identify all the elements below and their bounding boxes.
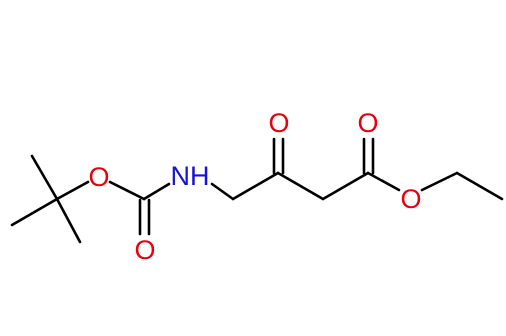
bond-tbu-to-oxygen (55, 180, 90, 201)
boc-carbamate-group (108, 180, 171, 236)
bond-tbu-methyl-top (30, 154, 59, 201)
atom-o-ketone: O (268, 108, 289, 138)
bond-methylene-to-ester-carbon (321, 171, 370, 201)
bond-oxygen-to-ethyl-ch2 (420, 171, 459, 192)
bond-tbu-methyl-left (10, 197, 59, 227)
atom-nh-amine: NH (171, 161, 210, 191)
atom-o-boc-carbonyl: O (134, 235, 155, 265)
bond-ketone-carbon-to-methylene (276, 171, 325, 201)
bond-nitrogen-to-methylene (210, 182, 235, 201)
bond-methylene-to-ketone-carbon (231, 171, 280, 201)
atom-o-ester-ether: O (400, 184, 421, 214)
backbone (210, 137, 504, 201)
bond-ethyl-ch2-to-ch3 (455, 171, 504, 201)
bond-tbu-methyl-bottom (55, 197, 82, 244)
atom-o-ester-carbonyl: O (357, 108, 378, 138)
bond-ester-carbon-to-oxygen (366, 171, 401, 192)
bond-carbamate-carbon-to-nitrogen (142, 182, 171, 201)
tert-butyl-group (10, 154, 90, 244)
atom-labels: O O NH O O O (88, 108, 421, 265)
bond-oxygen-to-carbamate-carbon (108, 180, 146, 201)
atom-o-boc-ether: O (88, 162, 109, 192)
